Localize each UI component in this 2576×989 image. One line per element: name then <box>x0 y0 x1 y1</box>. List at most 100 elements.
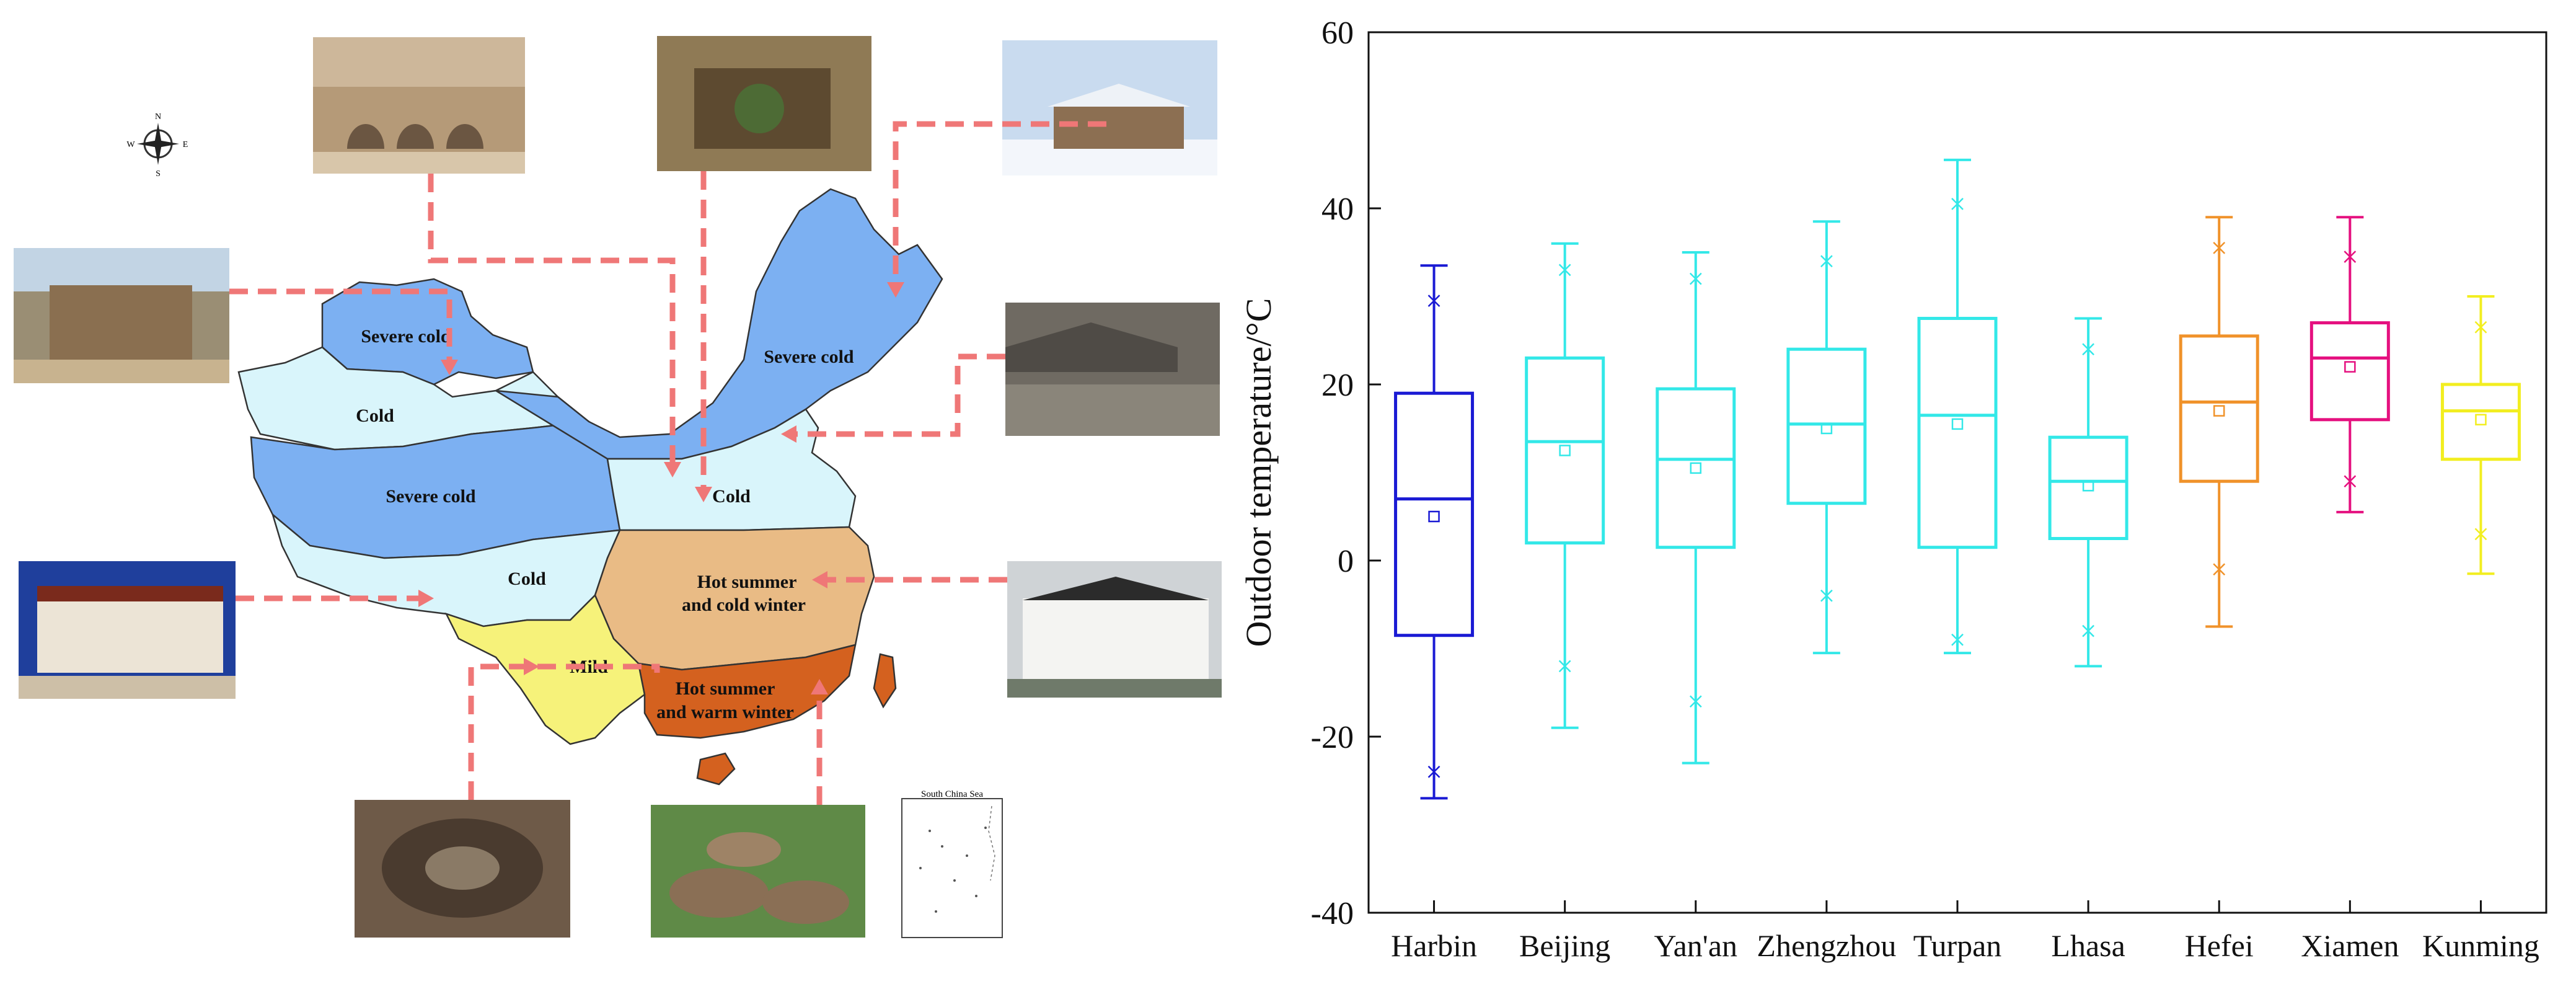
climate-zone-map: N S E W <box>14 36 1222 938</box>
y-tick-label: -20 <box>1311 720 1354 755</box>
photo-snow-house <box>1002 40 1217 175</box>
y-tick-label: 40 <box>1321 192 1354 227</box>
x-tick-label: Hefei <box>2185 928 2254 963</box>
label-severe-cold-w: Severe cold <box>386 486 476 507</box>
box-turpan <box>1917 158 1998 655</box>
mean-marker <box>1690 462 1702 474</box>
photo-huizhou-house <box>1007 561 1222 698</box>
p99-marker <box>2082 343 2094 356</box>
p99-marker <box>2213 242 2226 254</box>
x-axis-labels: Harbin Beijing Yan'an Zhengzhou Turpan Lhasa H… <box>1391 900 2539 963</box>
inset-label: South China Sea <box>921 789 983 799</box>
y-tick-label: -40 <box>1311 896 1354 931</box>
p1-marker <box>1820 589 1833 602</box>
x-tick-label: Yan'an <box>1654 928 1738 963</box>
photo-sunken-courtyard <box>657 36 871 171</box>
label-severe-cold-ne: Severe cold <box>764 347 854 367</box>
box-iqr <box>2179 334 2259 483</box>
p99-marker <box>1689 272 1702 285</box>
box-xiamen <box>2309 216 2390 513</box>
y-tick-label: 60 <box>1321 16 1354 51</box>
photo-arrows <box>229 121 1106 805</box>
p1-marker <box>1558 660 1571 673</box>
label-hscw-1: Hot summer <box>697 572 797 592</box>
mean-marker <box>1559 445 1571 456</box>
label-hsww-2: and warm winter <box>656 702 794 722</box>
photo-arrowheads <box>418 282 904 694</box>
compass-s: S <box>156 169 161 179</box>
compass-icon: N S E W <box>126 112 188 179</box>
mean-marker <box>2082 480 2094 492</box>
compass-w: W <box>126 140 135 149</box>
y-tick-label: 0 <box>1338 544 1354 579</box>
region-labels: Severe cold Cold Severe cold Severe cold… <box>356 326 854 722</box>
p99-marker <box>1427 295 1440 307</box>
mean-marker <box>1820 422 1833 435</box>
mean-marker <box>2344 361 2356 373</box>
climate-zone-map-panel: N S E W <box>0 0 1240 986</box>
photo-tulou <box>651 805 865 938</box>
x-tick-label: Kunming <box>2422 928 2539 963</box>
p1-marker <box>2213 563 2226 576</box>
label-hsww-1: Hot summer <box>676 678 775 699</box>
mean-marker <box>2475 414 2487 426</box>
p1-marker <box>2474 528 2487 541</box>
x-tick-label: Turpan <box>1913 928 2002 963</box>
box-iqr <box>1525 356 1605 545</box>
compass-e: E <box>183 140 188 149</box>
box-iqr <box>2440 383 2521 461</box>
label-cold-sw: Cold <box>508 569 546 589</box>
photo-tibetan-building <box>19 561 236 699</box>
x-tick-label: Zhengzhou <box>1757 928 1896 963</box>
box-lhasa <box>2048 317 2128 668</box>
south-china-sea-inset: South China Sea <box>901 789 1003 938</box>
box-zhengzhou <box>1786 220 1867 655</box>
region-mild <box>444 593 646 745</box>
box-iqr <box>2048 435 2128 541</box>
box-iqr <box>1917 317 1998 549</box>
label-severe-cold-nw: Severe cold <box>361 326 451 347</box>
p1-marker <box>1427 765 1440 778</box>
x-tick-label: Lhasa <box>2051 928 2125 963</box>
x-tick-label: Beijing <box>1519 928 1610 963</box>
p1-marker <box>2082 624 2094 637</box>
box-iqr <box>1656 387 1736 549</box>
y-axis-label: Outdoor temperature/°C <box>1238 298 1279 647</box>
y-axis-ticks: -40 -20 0 20 40 60 <box>1311 16 1381 931</box>
p99-marker <box>1820 255 1833 268</box>
mean-marker <box>1428 510 1440 523</box>
p1-marker <box>2344 475 2357 488</box>
x-tick-label: Xiamen <box>2301 928 2399 963</box>
label-cold-nw: Cold <box>356 406 394 426</box>
island-taiwan <box>873 653 897 709</box>
box-series <box>1394 158 2521 800</box>
p99-marker <box>1558 264 1571 277</box>
box-yanan <box>1656 251 1736 765</box>
compass-n: N <box>155 112 161 122</box>
region-severe-cold-ne <box>495 188 943 460</box>
box-beijing <box>1525 242 1605 729</box>
p99-marker <box>1951 198 1964 210</box>
box-iqr <box>2309 321 2390 422</box>
temperature-box-plot-panel: -40 -20 0 20 40 60 Harbin Beijing Yan'an Zhengzh… <box>1227 0 2576 986</box>
box-harbin <box>1394 264 1475 800</box>
p99-marker <box>2344 251 2357 263</box>
label-hscw-2: and cold winter <box>682 595 806 615</box>
photo-courtyard-roofs <box>1005 303 1220 436</box>
box-iqr <box>1394 391 1475 637</box>
box-kunming <box>2440 295 2521 575</box>
region-hsww <box>637 644 857 739</box>
p1-marker <box>1689 695 1702 708</box>
mean-marker <box>2213 405 2225 417</box>
photo-yaodong-arch <box>313 37 525 174</box>
label-cold-n: Cold <box>712 486 751 507</box>
p99-marker <box>2474 321 2487 334</box>
x-tick-label: Harbin <box>1391 928 1477 963</box>
photo-adobe-house <box>14 248 229 383</box>
mean-marker <box>1951 418 1964 430</box>
y-tick-label: 20 <box>1321 368 1354 403</box>
box-hefei <box>2179 216 2259 628</box>
box-iqr <box>1786 347 1867 505</box>
island-hainan <box>696 752 736 786</box>
temperature-box-plot: -40 -20 0 20 40 60 Harbin Beijing Yan'an Zhengzh… <box>1238 16 2547 963</box>
